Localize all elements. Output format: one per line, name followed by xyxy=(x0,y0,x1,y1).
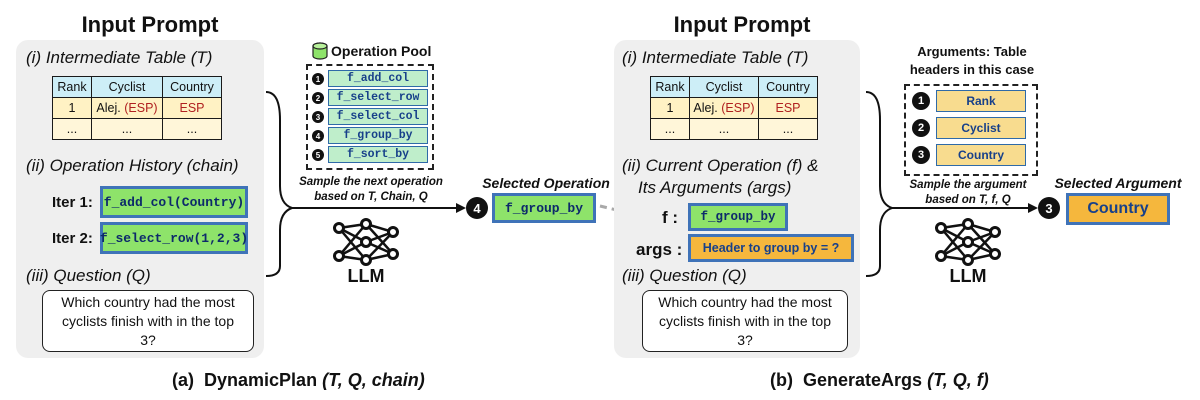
iter2-label: Iter 2: xyxy=(52,230,93,247)
arg-number-1: 1 xyxy=(912,92,930,110)
right-question-section: (iii) Question (Q) xyxy=(622,266,747,285)
cell-rank: 1 xyxy=(52,97,92,119)
right-question-text: Which country had the most cyclists fini… xyxy=(658,293,832,348)
right-current-section-1: (ii) Current Operation (f) & xyxy=(622,156,819,175)
th-rank: Rank xyxy=(650,76,690,98)
th-cyclist: Cyclist xyxy=(91,76,163,98)
caption-b-args: (T, Q, f) xyxy=(927,370,989,390)
right-title: Input Prompt xyxy=(673,12,811,37)
cell-ellipsis: ... xyxy=(650,118,690,140)
arg-number-2: 2 xyxy=(912,119,930,137)
op-pool-item: f_select_col xyxy=(328,108,428,125)
sample-op-text: Sample the next operation based on T, Ch… xyxy=(299,176,443,203)
args-value-chip: Header to group by = ? xyxy=(688,234,854,262)
selected-op-number: 4 xyxy=(466,197,488,219)
args-pool-title-2: headers in this case xyxy=(909,62,1035,77)
th-cyclist: Cyclist xyxy=(689,76,759,98)
selected-arg-chip: Country xyxy=(1066,193,1170,225)
selected-arg-number: 3 xyxy=(1038,197,1060,219)
cell-ellipsis: ... xyxy=(52,118,92,140)
op-pool-item: f_sort_by xyxy=(328,146,428,163)
left-question-text: Which country had the most cyclists fini… xyxy=(61,293,235,348)
arg-pool-item: Country xyxy=(936,144,1026,166)
arg-number-3: 3 xyxy=(912,146,930,164)
selected-op-chip: f_group_by xyxy=(492,193,596,223)
op-number-1: 1 xyxy=(312,73,324,85)
op-number-4: 4 xyxy=(312,130,324,142)
left-table-section: (i) Intermediate Table (T) xyxy=(26,48,213,67)
iter2-op-chip: f_select_row(1,2,3) xyxy=(100,222,248,254)
operation-pool-box xyxy=(306,64,434,170)
args-label: args : xyxy=(636,240,683,259)
caption-b-prefix: (b) xyxy=(770,370,793,390)
cell-ellipsis: ... xyxy=(689,118,759,140)
th-rank: Rank xyxy=(52,76,92,98)
op-number-5: 5 xyxy=(312,149,324,161)
op-number-2: 2 xyxy=(312,92,324,104)
cell-cyclist: Alej. (ESP) xyxy=(689,97,759,119)
sample-arg-text: Sample the argument based on T, f, Q xyxy=(909,179,1027,206)
left-question-section: (iii) Question (Q) xyxy=(26,266,151,285)
llm-network-icon xyxy=(935,218,1001,266)
database-icon xyxy=(312,42,328,60)
selected-arg-label: Selected Argument xyxy=(1054,175,1182,191)
arg-pool-item: Cyclist xyxy=(936,117,1026,139)
op-number-3: 3 xyxy=(312,111,324,123)
cell-cyclist: Alej. (ESP) xyxy=(91,97,163,119)
left-history-section: (ii) Operation History (chain) xyxy=(26,156,239,175)
f-value-chip: f_group_by xyxy=(688,203,788,231)
arg-pool-item: Rank xyxy=(936,90,1026,112)
left-llm-label: LLM xyxy=(347,266,385,286)
cell-ellipsis: ... xyxy=(162,118,222,140)
args-pool-title-1: Arguments: Table xyxy=(917,44,1027,59)
right-question-box: Which country had the most cyclists fini… xyxy=(642,290,848,352)
left-question-box: Which country had the most cyclists fini… xyxy=(42,290,254,352)
left-flow-lines xyxy=(265,91,466,277)
caption-a-args: (T, Q, chain) xyxy=(322,370,425,390)
cell-ellipsis: ... xyxy=(91,118,163,140)
caption-a: (a) DynamicPlan (T, Q, chain) xyxy=(172,370,425,391)
f-label: f : xyxy=(662,208,679,227)
caption-a-name: DynamicPlan xyxy=(204,370,318,390)
caption-a-prefix: (a) xyxy=(172,370,194,390)
right-current-section-2: Its Arguments (args) xyxy=(638,178,792,197)
llm-network-icon xyxy=(333,218,399,266)
iter1-op-chip: f_add_col(Country) xyxy=(100,186,248,218)
right-llm-label: LLM xyxy=(949,266,987,286)
selected-op-label: Selected Operation xyxy=(482,175,610,191)
op-pool-item: f_add_col xyxy=(328,70,428,87)
th-country: Country xyxy=(758,76,818,98)
cell-country: ESP xyxy=(162,97,222,119)
iter1-label: Iter 1: xyxy=(52,194,93,211)
op-pool-item: f_select_row xyxy=(328,89,428,106)
operation-pool-title: Operation Pool xyxy=(312,42,431,60)
left-intermediate-table: Rank Cyclist Country 1 Alej. (ESP) ESP .… xyxy=(52,76,222,140)
right-intermediate-table: Rank Cyclist Country 1 Alej. (ESP) ESP .… xyxy=(650,76,818,140)
left-title: Input Prompt xyxy=(81,12,219,37)
right-table-section: (i) Intermediate Table (T) xyxy=(622,48,809,67)
op-pool-item: f_group_by xyxy=(328,127,428,144)
cell-country: ESP xyxy=(758,97,818,119)
caption-b-name: GenerateArgs xyxy=(803,370,923,390)
cell-rank: 1 xyxy=(650,97,690,119)
args-pool-box xyxy=(904,84,1038,176)
right-flow-lines xyxy=(865,91,1038,277)
caption-b: (b) GenerateArgs (T, Q, f) xyxy=(770,370,989,391)
cell-ellipsis: ... xyxy=(758,118,818,140)
th-country: Country xyxy=(162,76,222,98)
